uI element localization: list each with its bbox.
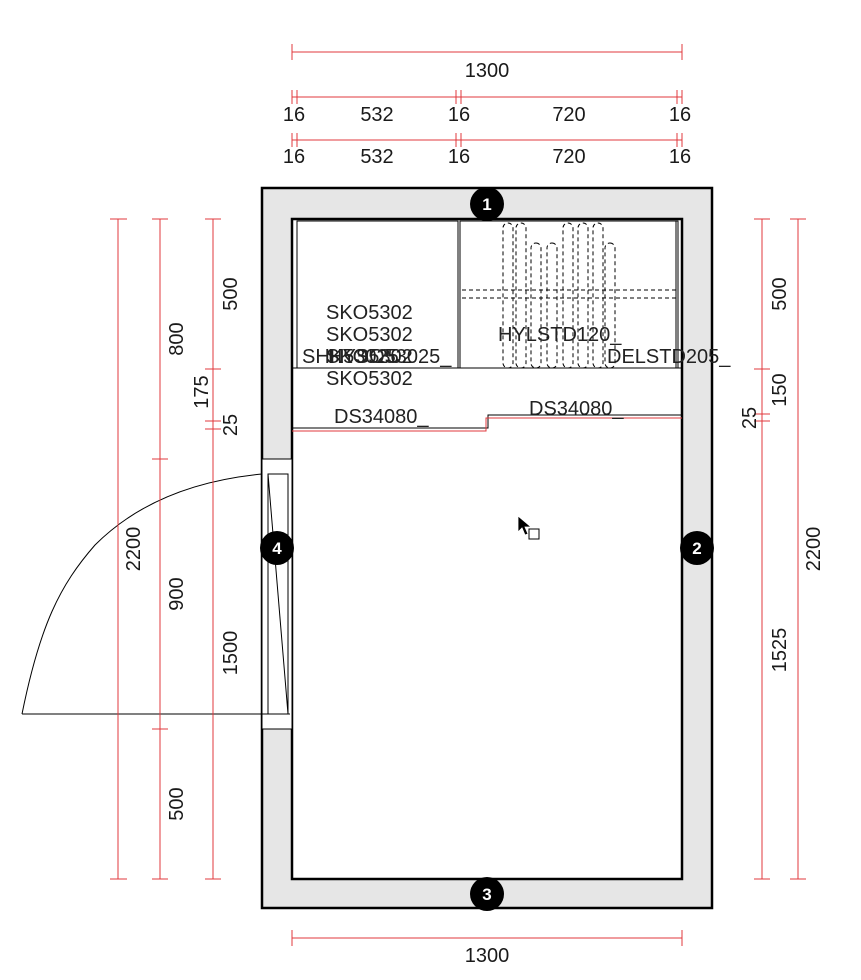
wall-marker-4[interactable]: 4 [260,531,294,565]
label-left-stack-2: SKO5302 [326,324,413,346]
svg-text:800: 800 [166,322,188,355]
rail-outline [292,414,682,429]
label-left-overlap-b: SKO5302 [326,346,413,368]
label-left-overlap-a: SHK53025 [302,346,399,368]
dim-top-total-text: 1300 [465,60,510,82]
door-leaf-diagonal [267,473,289,715]
svg-text:532: 532 [360,146,393,168]
dim-right-col2: 2200 [790,218,825,880]
hangers [462,222,676,369]
room-interior[interactable] [290,217,684,881]
svg-text:25: 25 [739,407,761,429]
cursor-arrow-icon [517,515,540,540]
rail-red [292,417,682,432]
label-left-stack-1: SKO5302 [326,302,413,324]
label-shelf-right: HYLSTD120_ [498,324,622,346]
label-divider: DELSTD205_ [607,346,731,368]
wall-marker-1[interactable]: 1 [470,187,504,221]
svg-text:25: 25 [220,414,242,436]
svg-text:1525: 1525 [769,628,791,673]
svg-text:4: 4 [272,539,282,558]
svg-text:16: 16 [283,146,305,168]
dim-top-row1: 16 532 16 720 16 [283,90,691,126]
dim-top-row2: 16 532 16 720 16 [283,133,691,168]
door-swing-arc [21,473,290,715]
svg-text:720: 720 [552,146,585,168]
svg-text:3: 3 [482,885,491,904]
label-rail-left: DS34080_ [334,406,429,428]
wall-marker-2[interactable]: 2 [680,531,714,565]
svg-text:16: 16 [448,146,470,168]
svg-text:2200: 2200 [803,527,825,572]
svg-text:16: 16 [669,104,691,126]
svg-text:1: 1 [482,195,491,214]
svg-text:1500: 1500 [220,631,242,676]
dim-top-total: 1300 [291,44,683,82]
dim-bottom-total: 1300 [291,930,683,967]
svg-text:532: 532 [360,104,393,126]
svg-text:500: 500 [769,277,791,310]
dim-left-col1: 2200 [110,218,145,880]
label-left-stack-3: SKO5302 [326,368,413,390]
svg-text:16: 16 [448,104,470,126]
dim-left-col2: 800 900 500 [152,218,188,880]
dim-right-col1: 500 150 25 1525 [739,218,791,880]
svg-text:900: 900 [166,577,188,610]
door-opening [261,458,293,730]
label-rail-right: DS34080_ [529,398,624,420]
dim-left-col3: 500 175 25 1500 [191,218,242,880]
wall-marker-3[interactable]: 3 [470,877,504,911]
svg-text:16: 16 [283,104,305,126]
svg-text:1300: 1300 [465,945,510,967]
svg-text:2: 2 [692,539,701,558]
svg-text:500: 500 [166,787,188,820]
svg-text:2200: 2200 [123,527,145,572]
svg-text:500: 500 [220,277,242,310]
svg-text:16: 16 [669,146,691,168]
svg-text:720: 720 [552,104,585,126]
label-left-overlap-c: HYSO53025_ [328,346,452,368]
svg-text:175: 175 [191,375,213,408]
svg-text:150: 150 [769,373,791,406]
